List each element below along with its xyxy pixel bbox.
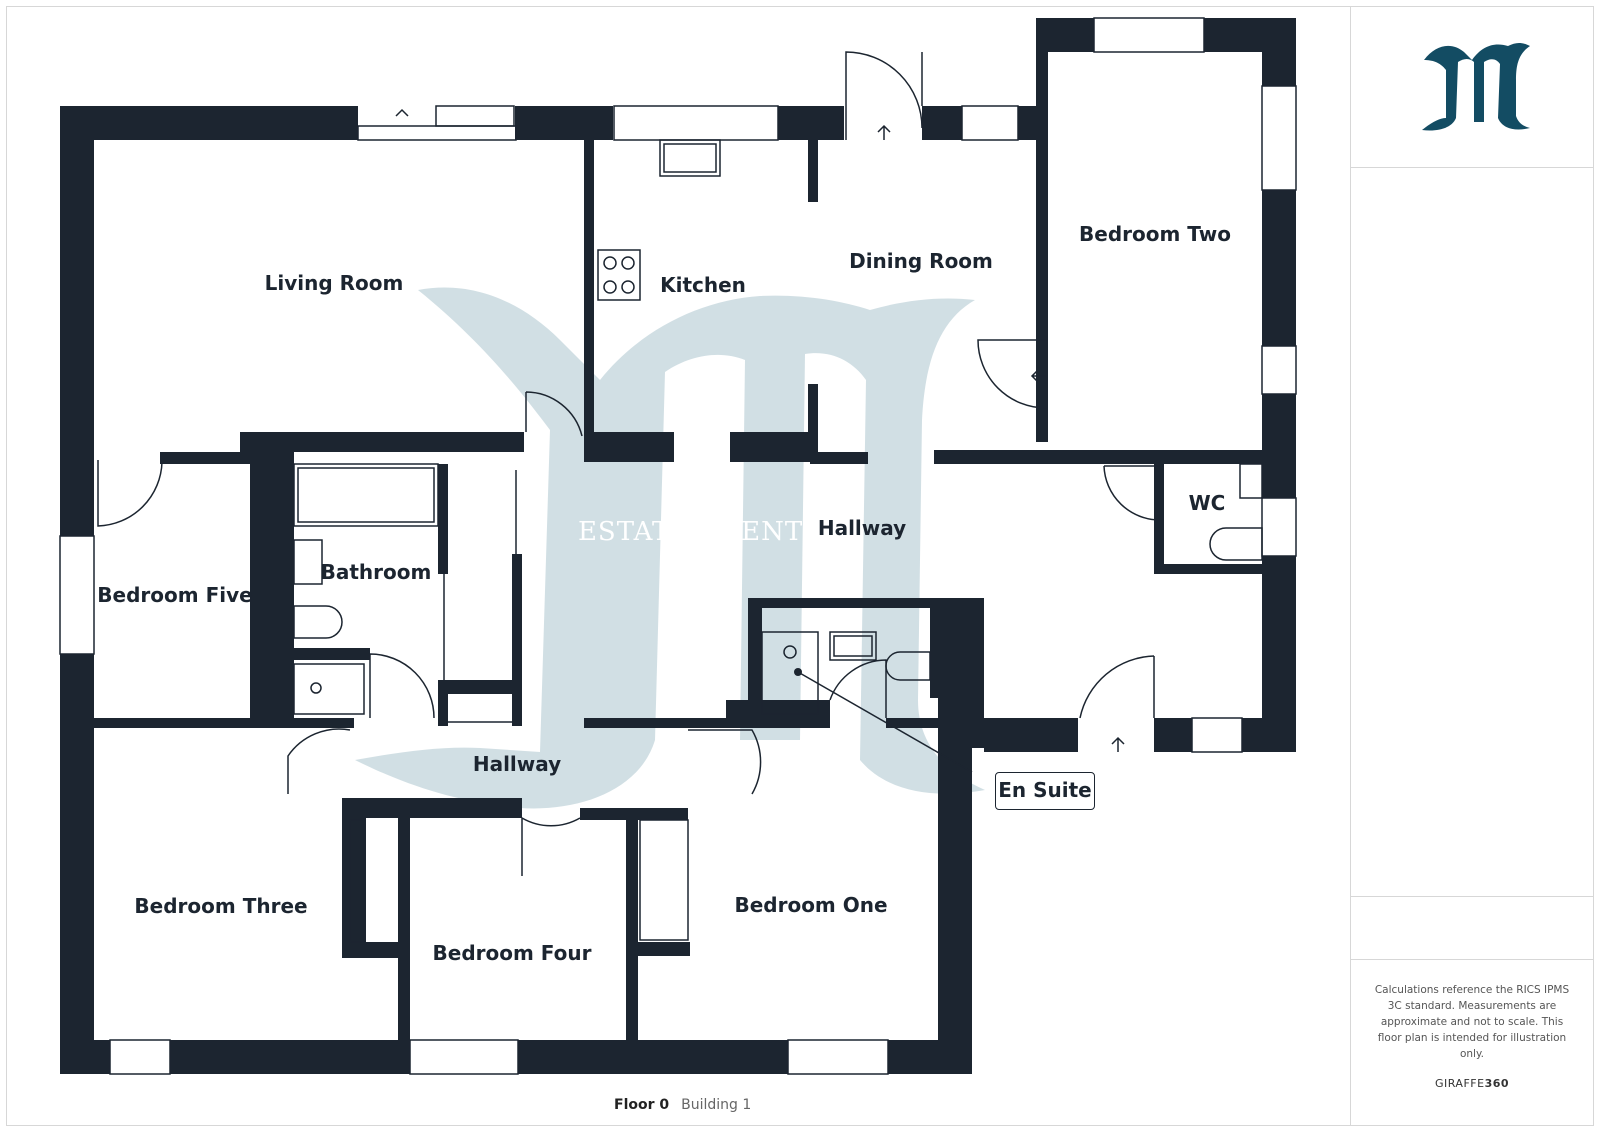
room-label-bedroom-three: Bedroom Three [134,894,308,918]
floor-caption: Floor 0 Building 1 [614,1097,751,1113]
room-label-wc: WC [1188,491,1226,515]
room-label-bathroom: Bathroom [320,560,432,584]
estate-agents-monogram-logo [1422,43,1530,131]
building-label: Building 1 [681,1097,752,1113]
walls [60,18,1296,1074]
watermark-monogram [355,287,985,809]
sidebar-panel [1350,6,1594,1126]
floor-label: Floor 0 [614,1097,670,1113]
room-label-bedroom-one: Bedroom One [734,893,888,917]
entrance-arrow-icon [395,108,1125,752]
room-label-hallway-upper: Hallway [817,516,907,540]
room-label-bedroom-two: Bedroom Two [1079,222,1231,246]
en-suite-callout [995,772,1095,810]
sidebar-divider [1351,959,1594,960]
sidebar-divider [1351,167,1594,168]
sidebar-divider [1351,896,1594,897]
brand-prefix: GIRAFFE [1434,1077,1485,1090]
room-label-en-suite: En Suite [998,778,1092,802]
room-label-kitchen: Kitchen [660,273,746,297]
en-suite-pointer-dot [794,668,802,676]
room-label-bedroom-four: Bedroom Four [432,941,592,965]
room-label-bedroom-five: Bedroom Five [97,583,253,607]
brand-mark: GIRAFFE360 [1372,1077,1572,1090]
room-label-living-room: Living Room [264,271,404,295]
room-label-hallway-lower: Hallway [472,752,562,776]
fixtures [59,17,1297,1075]
room-label-dining-room: Dining Room [849,249,993,273]
page-frame [6,6,1594,1126]
brand-suffix: 360 [1484,1077,1510,1090]
disclaimer-text: Calculations reference the RICS IPMS 3C … [1374,984,1570,1060]
watermark-text: ESTATE AGENTS [577,517,823,547]
